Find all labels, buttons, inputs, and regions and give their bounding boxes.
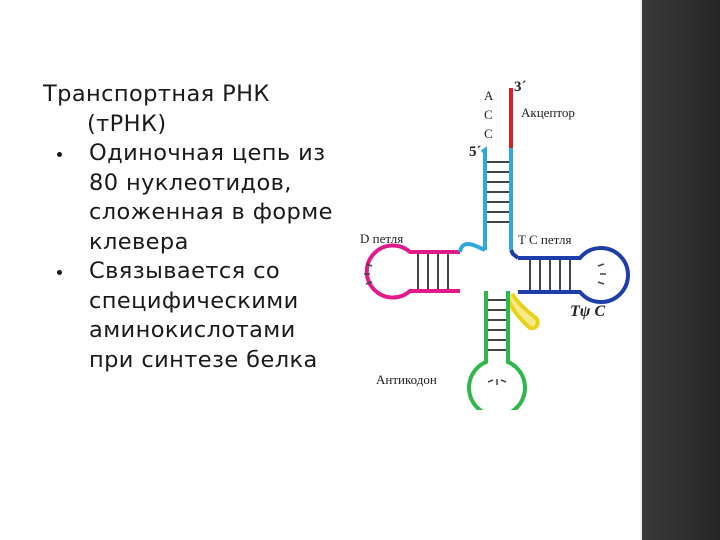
- slide-text: Транспортная РНК (тРНК) Одиночная цепь и…: [43, 80, 343, 375]
- bullet-list: Одиночная цепь из 80 нуклеотидов, сложен…: [43, 139, 343, 375]
- d-loop-label: D петля: [360, 231, 403, 246]
- core-region: [462, 252, 518, 288]
- slide-title: Транспортная РНК (тРНК): [43, 80, 343, 139]
- bullet-icon: [57, 270, 62, 275]
- tc-arm: [518, 248, 628, 302]
- bullet-item: Связывается со специфическими аминокисло…: [43, 257, 343, 375]
- acceptor-base-c1: C: [484, 107, 493, 122]
- title-line-2: (тРНК): [43, 110, 343, 140]
- d-arm-junction: [460, 244, 485, 252]
- acceptor-base-a: A: [484, 88, 494, 103]
- t-psi-c-label: Tψ C: [570, 303, 605, 320]
- decorative-side-strip: [640, 0, 720, 540]
- tc-loop-label: T C петля: [518, 232, 571, 247]
- bullet-icon: [57, 152, 62, 157]
- d-arm-base-pairs: [418, 254, 448, 289]
- five-prime-strand: [482, 150, 485, 250]
- acceptor-base-pairs: [487, 162, 509, 222]
- trna-cloverleaf-diagram: A C C 3´ 5´ Акцептор D петля T C петля T…: [340, 70, 630, 410]
- bullet-text: Одиночная цепь из 80 нуклеотидов, сложен…: [89, 140, 333, 255]
- anticodon-label: Антикодон: [376, 372, 437, 387]
- anticodon-base-pairs: [488, 300, 506, 350]
- variable-loop: [508, 294, 538, 328]
- d-arm: [367, 246, 460, 298]
- acceptor-base-c2: C: [484, 126, 493, 141]
- tc-arm-base-pairs: [530, 260, 570, 290]
- five-prime-label: 5´: [469, 144, 482, 160]
- title-line-1: Транспортная РНК: [43, 81, 270, 107]
- bullet-item: Одиночная цепь из 80 нуклеотидов, сложен…: [43, 139, 343, 257]
- bullet-text: Связывается со специфическими аминокисло…: [89, 258, 318, 373]
- acceptor-label: Акцептор: [521, 105, 575, 120]
- three-prime-label: 3´: [514, 79, 527, 95]
